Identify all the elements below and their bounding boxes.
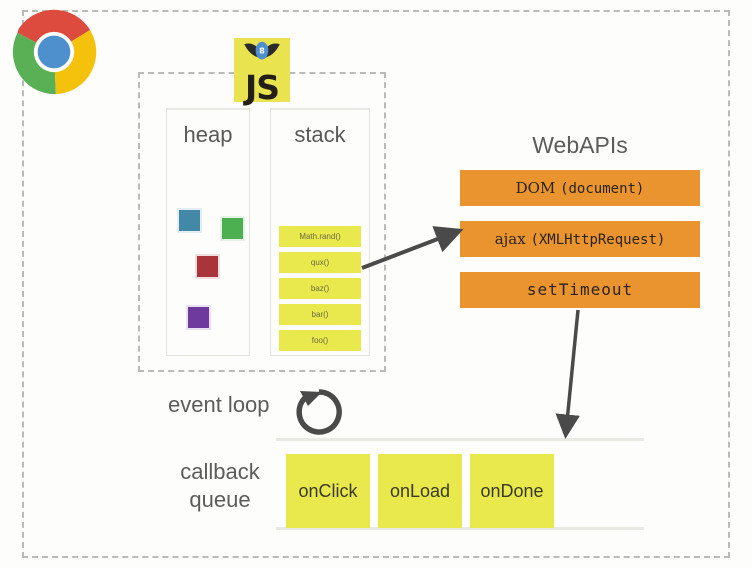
js-badge: 8 JS: [234, 38, 290, 107]
stack-title: stack: [294, 122, 346, 147]
circular-arrow-icon: [292, 386, 346, 438]
stack-frame-2: baz(): [279, 278, 361, 299]
browser-boundary: [22, 10, 730, 558]
stack-frame-1: qux(): [279, 252, 361, 273]
webapi-ajax-arg: (XMLHttpRequest): [530, 232, 666, 248]
callback-queue-label-line2: queue: [189, 486, 251, 512]
callback-queue-label-line1: callback: [180, 459, 260, 484]
chrome-logo: [6, 4, 102, 100]
heap-object-purple: [186, 305, 211, 330]
stack-frame-0: Math.rand(): [279, 226, 361, 247]
callback-queue-rail-top: [276, 438, 644, 441]
callback-item-onclick: onClick: [286, 454, 370, 528]
callback-item-ondone: onDone: [470, 454, 554, 528]
webapi-dom: DOM (document): [460, 170, 700, 206]
callback-item-onload: onLoad: [378, 454, 462, 528]
heap-object-green: [220, 216, 245, 241]
js-badge-label: JS: [244, 68, 280, 107]
event-loop-label: event loop: [168, 392, 270, 417]
v8-logo-icon: 8: [244, 41, 280, 60]
stack-frame-3: bar(): [279, 304, 361, 325]
webapi-dom-arg: (document): [560, 181, 645, 197]
callback-queue-rail-bottom: [276, 527, 644, 530]
heap-title: heap: [183, 122, 233, 147]
heap-object-blue: [177, 208, 202, 233]
webapis-title: WebAPIs: [532, 132, 628, 158]
webapi-settimeout: setTimeout: [460, 272, 700, 308]
callback-queue-label: callback queue: [168, 458, 272, 513]
heap-object-red: [195, 254, 220, 279]
webapi-ajax: ajax (XMLHttpRequest): [460, 221, 700, 257]
svg-text:8: 8: [259, 46, 265, 56]
stack-frame-4: foo(): [279, 330, 361, 351]
